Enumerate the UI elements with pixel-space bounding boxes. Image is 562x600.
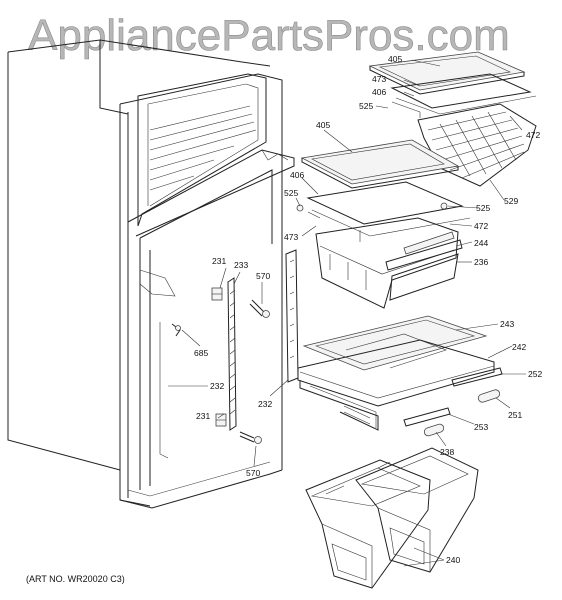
callout-525-right[interactable]: 525 — [476, 203, 490, 213]
callout-232-left[interactable]: 232 — [210, 381, 224, 391]
callout-529[interactable]: 529 — [504, 196, 518, 206]
part-callouts: 405 473 406 525 472 405 406 525 525 529 … — [194, 54, 542, 565]
callout-251[interactable]: 251 — [508, 410, 522, 420]
watermark-logo: AppliancePartsPros.com — [28, 11, 510, 60]
snack-drawer-assembly — [315, 217, 463, 309]
callout-232-right[interactable]: 232 — [258, 399, 272, 409]
watermark-text: AppliancePartsPros.com — [28, 11, 510, 60]
callout-525-upper[interactable]: 525 — [359, 101, 373, 111]
callout-472-upper[interactable]: 472 — [526, 130, 540, 140]
upper-glass-shelf-assembly — [368, 51, 537, 187]
callout-570-upper[interactable]: 570 — [256, 271, 270, 281]
callout-406-middle[interactable]: 406 — [290, 170, 304, 180]
callout-238[interactable]: 238 — [440, 447, 454, 457]
callout-243[interactable]: 243 — [500, 319, 514, 329]
callout-525-left[interactable]: 525 — [284, 188, 298, 198]
callout-244[interactable]: 244 — [474, 238, 488, 248]
callout-242[interactable]: 242 — [512, 342, 526, 352]
callout-473-middle[interactable]: 473 — [284, 232, 298, 242]
callout-252[interactable]: 252 — [528, 369, 542, 379]
refrigerator-cabinet — [7, 39, 295, 509]
crisper-drawers — [305, 447, 479, 589]
callout-233[interactable]: 233 — [234, 260, 248, 270]
callout-570-lower[interactable]: 570 — [246, 468, 260, 478]
callout-240[interactable]: 240 — [446, 555, 460, 565]
leader-lines — [168, 59, 526, 567]
middle-glass-shelf-assembly — [296, 139, 471, 242]
callout-231-upper[interactable]: 231 — [212, 256, 226, 266]
callout-405-upper[interactable]: 405 — [388, 54, 402, 64]
callout-405-middle[interactable]: 405 — [316, 120, 330, 130]
callout-231-lower[interactable]: 231 — [196, 411, 210, 421]
callout-236[interactable]: 236 — [474, 257, 488, 267]
shelf-support-parts — [171, 249, 299, 444]
callout-685[interactable]: 685 — [194, 348, 208, 358]
art-number-label: (ART NO. WR20020 C3) — [26, 574, 125, 584]
callout-253[interactable]: 253 — [474, 422, 488, 432]
callout-406-upper[interactable]: 406 — [372, 87, 386, 97]
callout-472-middle[interactable]: 472 — [474, 221, 488, 231]
crisper-cover-assembly — [297, 315, 503, 437]
callout-473-upper[interactable]: 473 — [372, 74, 386, 84]
